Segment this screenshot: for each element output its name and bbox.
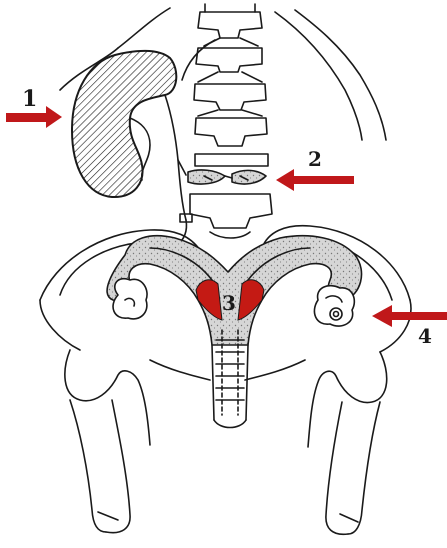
femur-right <box>308 352 387 534</box>
ovary-right <box>314 286 354 326</box>
uterus-and-tubes <box>107 236 361 428</box>
femur-left <box>65 350 150 533</box>
label-1: 1 <box>22 86 37 112</box>
ovary-left <box>113 279 147 319</box>
arrow-4 <box>372 305 447 327</box>
arrow-2 <box>276 169 354 191</box>
vertebral-lesion <box>188 170 266 184</box>
kidney <box>72 51 186 220</box>
label-2: 2 <box>308 147 322 171</box>
label-3: 3 <box>222 291 236 315</box>
label-4: 4 <box>418 324 432 348</box>
spine <box>190 4 272 228</box>
